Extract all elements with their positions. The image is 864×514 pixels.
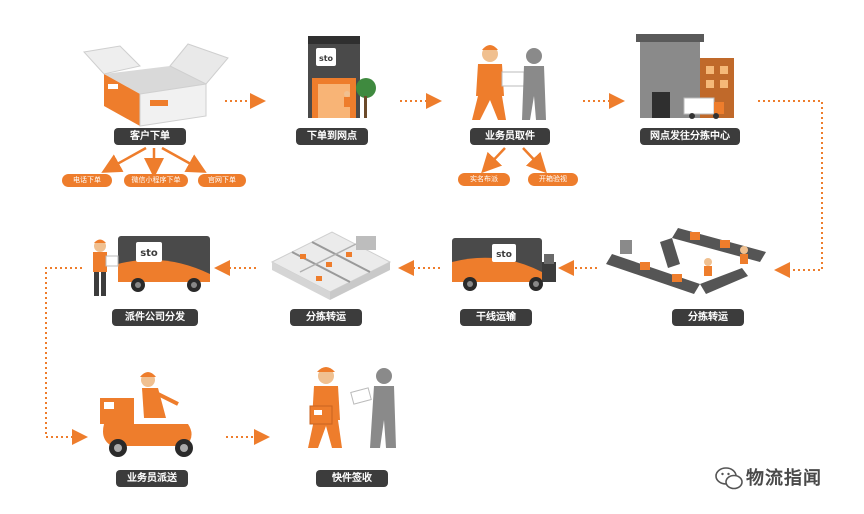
svg-text:sto: sto [140,248,158,259]
step-label-courier-delivery: 业务员派送 [116,470,188,487]
parcel-box-icon [83,43,229,127]
truck-icon: sto [452,238,556,291]
branch-arrow-web [161,146,207,173]
svg-text:sto: sto [496,250,512,260]
channel-pill-phone: 电话下单 [62,174,112,187]
watermark-icon-slot [712,465,740,489]
step-label-dispatch-company: 派件公司分发 [112,309,198,326]
step-label-package-signed: 快件签收 [316,470,388,487]
channel-pill-website: 官网下单 [198,174,246,187]
flow-arrows [45,93,823,445]
watermark: 物流指闻 [712,462,822,492]
conveyor-belt-icon [606,228,766,294]
scooter-courier-icon [100,372,193,457]
outlet-building-icon: sto [308,36,376,118]
courier-pickup-icon [472,45,546,120]
check-pill-realname: 实名布派 [458,173,510,186]
delivery-truck-icon: sto [93,236,210,296]
step-label-customer-order: 客户下单 [114,128,186,145]
step-label-sorting-transfer-1: 分拣转运 [672,309,744,326]
branch-arrow-inspect [522,147,547,174]
channel-pill-wechat: 微信小程序下单 [124,174,188,187]
step-label-sorting-transfer-2: 分拣转运 [290,309,362,326]
step-label-outlet-to-sorting: 网点发往分拣中心 [640,128,740,145]
step-label-courier-pickup: 业务员取件 [470,128,550,145]
step-label-trunk-transport: 干线运输 [460,309,532,326]
arrow-8-9 [45,267,88,445]
watermark-text: 物流指闻 [746,468,822,489]
branch-arrow-phone [101,146,147,173]
arrow-4-5 [758,100,823,278]
package-handover-icon [308,367,396,448]
sorting-center-icon [270,231,392,300]
wechat-logo-icon [715,467,743,490]
depot-warehouse-icon [636,34,734,119]
svg-text:sto: sto [319,54,334,63]
step-label-order-to-outlet: 下单到网点 [296,128,368,145]
check-pill-inspection: 开箱验视 [528,173,578,186]
branch-arrow-realname [481,147,506,174]
